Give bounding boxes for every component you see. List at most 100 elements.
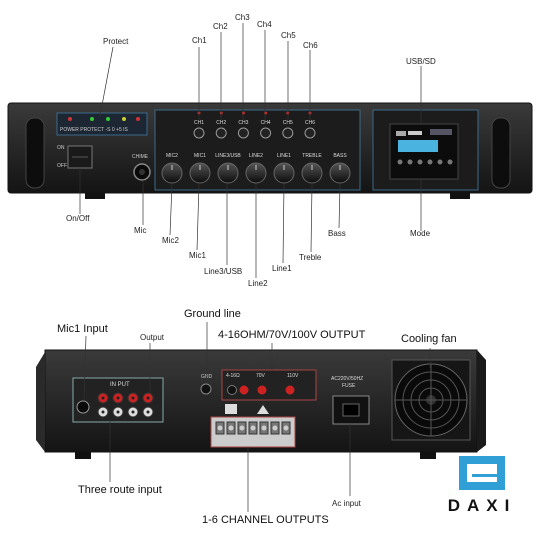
ch4-label: Ch4 [257, 20, 272, 29]
in-put-label: IN PUT [110, 382, 130, 388]
terminal-screw [239, 425, 245, 431]
rca-jack-pin [131, 396, 135, 400]
output-label: Output [140, 333, 165, 342]
ch-button-label-4: CH4 [261, 120, 271, 126]
ch5-label: Ch5 [281, 31, 296, 40]
left-rack-handle [25, 117, 45, 189]
mode-label: Mode [410, 229, 431, 238]
ch2-label: Ch2 [213, 22, 228, 31]
usb-sd-label: USB/SD [406, 57, 436, 66]
mic1-input-jack[interactable] [76, 400, 90, 414]
volume-knobs: MIC2 MIC1 LINE3/USB LINE2 LINE1 TREBLE BASS [161, 153, 351, 184]
rca-jack-pin [116, 396, 120, 400]
cooling-fan-label: Cooling fan [401, 333, 457, 345]
chime-label: CHIME [132, 154, 149, 160]
terminal-screw [272, 425, 278, 431]
front-top-leaders [99, 23, 422, 124]
speaker-terminals[interactable] [227, 385, 295, 395]
knob-label-2: MIC1 [194, 153, 206, 159]
knob-mic1[interactable] [189, 162, 211, 184]
ch-button-1[interactable] [193, 127, 205, 139]
ch-led-4 [264, 111, 268, 115]
channel-terminals[interactable] [215, 421, 291, 435]
ac-input-label: Ac input [332, 499, 361, 508]
on-off-label: On/Off [66, 214, 90, 223]
knob-line2[interactable] [245, 162, 267, 184]
right-rack-handle [491, 117, 511, 189]
ch-button-label-2: CH2 [216, 120, 226, 126]
brand-logo-mark [459, 456, 505, 490]
mode-buttons[interactable] [397, 159, 453, 165]
front-bottom-leaders [79, 168, 422, 278]
treble-label: Treble [299, 253, 322, 262]
speaker-output-block [221, 369, 317, 401]
knob-label-3: LINE3/USB [215, 153, 241, 159]
rca-jack-pin [131, 410, 135, 414]
mp3-display [398, 140, 438, 152]
knob-label-4: LINE2 [249, 153, 263, 159]
mic1-label: Mic1 [189, 251, 206, 260]
rca-jack-pin [146, 410, 150, 414]
ch-led-3 [241, 111, 245, 115]
ch-button-label-1: CH1 [194, 120, 204, 126]
mic2-label: Mic2 [162, 236, 179, 245]
terminal-screw [261, 425, 267, 431]
ch6-label: Ch6 [303, 41, 318, 50]
ch3-label: Ch3 [235, 13, 250, 22]
fuse-label: FUSE [342, 383, 356, 389]
ground-line-label: Ground line [184, 308, 241, 320]
rca-jack-pin [101, 410, 105, 414]
line1-label: Line1 [272, 264, 292, 273]
knob-label-7: BASS [333, 153, 347, 159]
ch-button-5[interactable] [282, 127, 294, 139]
rear-panel: IN PUT GND 4-16Ω 70V 110V AC220V/50HZ FU… [36, 349, 486, 459]
knob-line1[interactable] [273, 162, 295, 184]
terminal-screw [283, 425, 289, 431]
knob-bass[interactable] [329, 162, 351, 184]
knob-treble[interactable] [301, 162, 323, 184]
three-route-input-label: Three route input [78, 484, 162, 496]
bass-label: Bass [328, 229, 346, 238]
rca-jacks[interactable] [97, 392, 154, 418]
terminal-screw [250, 425, 256, 431]
knob-label-6: TREBLE [302, 153, 322, 159]
brand-logo: DAXI [436, 448, 528, 518]
speaker-output-label: 4-16OHM/70V/100V OUTPUT [218, 329, 366, 341]
line2-label: Line2 [248, 279, 268, 288]
v110-output-label: 110V [287, 373, 299, 379]
knob-line3-usb[interactable] [217, 162, 239, 184]
rca-jack-pin [101, 396, 105, 400]
terminal-screw [228, 425, 234, 431]
knob-label-1: MIC2 [166, 153, 178, 159]
protect-label: Protect [103, 37, 129, 46]
ch-button-4[interactable] [260, 127, 272, 139]
mic1-input-label: Mic1 Input [57, 323, 108, 335]
channel-outputs-label: 1-6 CHANNEL OUTPUTS [202, 514, 329, 526]
terminal-screw [217, 425, 223, 431]
ch1-label: Ch1 [192, 36, 207, 45]
knob-mic2[interactable] [161, 162, 183, 184]
ch-button-label-5: CH5 [283, 120, 293, 126]
ch-button-3[interactable] [237, 127, 249, 139]
off-label: OFF [57, 163, 67, 169]
ch-button-2[interactable] [215, 127, 227, 139]
ohm-output-label: 4-16Ω [226, 373, 240, 379]
ch-button-label-6: CH6 [305, 120, 315, 126]
brand-name: DAXI [447, 496, 517, 515]
power-protect-text: POWER PROTECT -S 0 +5 IS [60, 127, 129, 133]
front-panel: POWER PROTECT -S 0 +5 IS ON OFF CHIME CH… [7, 102, 533, 199]
v70-output-label: 70V [256, 373, 266, 379]
rca-jack-pin [146, 396, 150, 400]
ac-rating-label: AC220V/50HZ [331, 376, 363, 382]
ch-button-label-3: CH3 [238, 120, 248, 126]
ch-button-6[interactable] [304, 127, 316, 139]
mic-label: Mic [134, 226, 147, 235]
rear-leaders [83, 322, 431, 512]
rca-jack-pin [116, 410, 120, 414]
knob-label-5: LINE1 [277, 153, 291, 159]
ground-terminal[interactable] [200, 383, 212, 395]
line3-usb-label: Line3/USB [204, 267, 243, 276]
on-label: ON [57, 145, 65, 151]
